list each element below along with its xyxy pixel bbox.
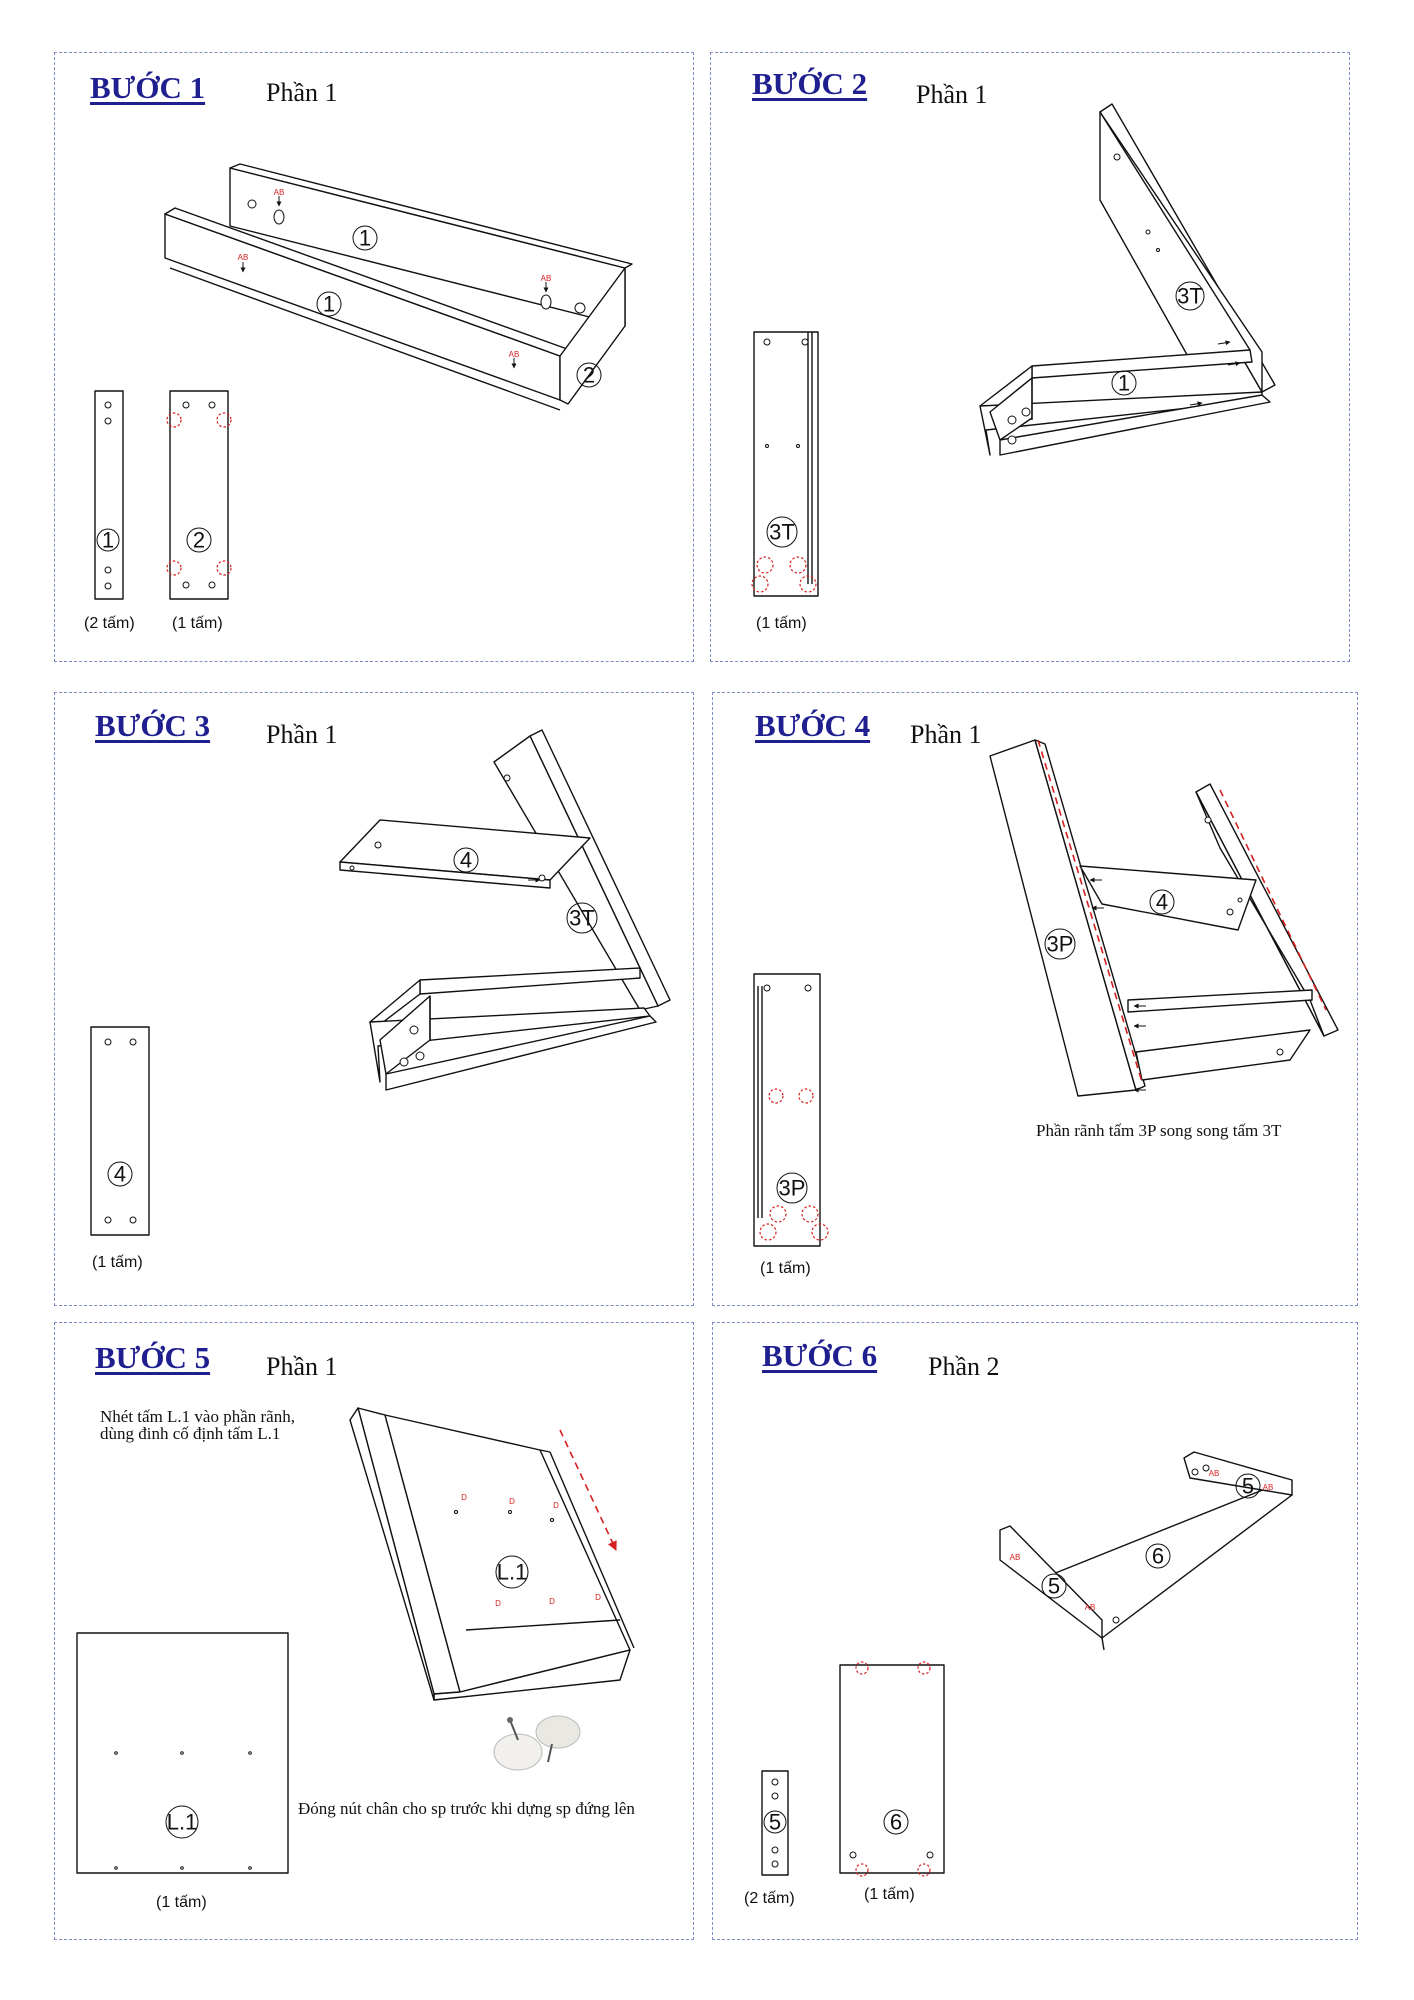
step-6-panel-6-flat: 6 xyxy=(839,1661,945,1877)
panel-1-label: 1 xyxy=(102,528,114,553)
ab-marker: AB xyxy=(509,350,520,359)
panel-3t-label: 3T xyxy=(569,906,595,931)
nail-marker: D xyxy=(549,1597,555,1606)
step-6-qty-panel-5: (2 tấm) xyxy=(744,1890,795,1907)
step-1-qty-panel-1: (2 tấm) xyxy=(84,615,135,632)
nail-marker: D xyxy=(461,1493,467,1502)
panel-4-label: 4 xyxy=(460,848,472,873)
furniture-glide-icon xyxy=(493,1715,581,1771)
panel-l1-label: L.1 xyxy=(167,1810,198,1835)
panel-3p-label: 3P xyxy=(779,1176,806,1201)
step-1-panel xyxy=(54,52,694,662)
panel-2-label: 2 xyxy=(583,363,595,388)
ab-marker: AB xyxy=(274,188,285,197)
step-3-title: BƯỚC 3 xyxy=(95,708,211,743)
step-5-panel xyxy=(54,1322,694,1940)
ab-marker: AB xyxy=(1209,1469,1220,1478)
nail-marker: D xyxy=(509,1497,515,1506)
panel-6-label: 6 xyxy=(1152,1544,1164,1569)
panel-5-label: 5 xyxy=(1048,1574,1060,1599)
step-5-title: BƯỚC 5 xyxy=(95,1340,211,1375)
panel-4-label: 4 xyxy=(1156,890,1168,915)
panel-1-label: 1 xyxy=(1118,371,1130,396)
step-3-assembly: 4 3T xyxy=(339,729,671,1091)
step-1-title: BƯỚC 1 xyxy=(90,70,206,105)
panel-3t-label: 3T xyxy=(1177,284,1203,309)
ab-marker: AB xyxy=(238,253,249,262)
nail-marker: D xyxy=(553,1501,559,1510)
step-6-panel xyxy=(712,1322,1358,1940)
step-6-title: BƯỚC 6 xyxy=(762,1338,878,1373)
step-1-qty-panel-2: (1 tấm) xyxy=(172,615,223,632)
step-5-note: Đóng nút chân cho sp trước khi dựng sp đ… xyxy=(298,1799,635,1818)
step-5-instruction: Nhét tấm L.1 vào phần rãnh, dùng đinh cố… xyxy=(100,1407,295,1443)
ab-marker: AB xyxy=(1263,1483,1274,1492)
step-2-assembly: 3T 1 xyxy=(979,103,1276,456)
panel-2-label: 2 xyxy=(193,528,205,553)
panel-3p-attached xyxy=(989,739,1137,1097)
ab-marker: AB xyxy=(1085,1603,1096,1612)
panel-l1-label: L.1 xyxy=(497,1560,528,1585)
step-2-panel-3t-flat: 3T xyxy=(751,331,819,597)
step-6-panel-5-flat: 5 xyxy=(761,1770,789,1876)
step-4-panel-3p-flat: 3P xyxy=(753,973,829,1247)
ab-marker: AB xyxy=(541,274,552,283)
step-2-qty: (1 tấm) xyxy=(756,615,807,632)
nail-marker: D xyxy=(595,1593,601,1602)
step-4-part: Phần 1 xyxy=(910,720,982,749)
step-2-panel xyxy=(710,52,1350,662)
step-2-part: Phần 1 xyxy=(916,80,988,109)
step-6-qty-panel-6: (1 tấm) xyxy=(864,1886,915,1903)
step-3-panel-4-flat: 4 xyxy=(90,1026,150,1236)
step-5-assembly: L.1 D D D D D D xyxy=(349,1407,635,1701)
step-1-panel-1-flat: 1 xyxy=(94,390,124,600)
step-4-note: Phần rãnh tấm 3P song song tấm 3T xyxy=(1036,1121,1282,1140)
ab-marker: AB xyxy=(1010,1553,1021,1562)
panel-6-label: 6 xyxy=(890,1810,902,1835)
step-4-title: BƯỚC 4 xyxy=(755,708,871,743)
panel-1-label: 1 xyxy=(323,292,335,317)
step-4-assembly: 3P 4 xyxy=(989,739,1339,1097)
step-6-assembly: 6 5 5 AB AB AB AB xyxy=(999,1451,1293,1651)
step-2-title: BƯỚC 2 xyxy=(752,66,868,101)
step-4-panel xyxy=(712,692,1358,1306)
step-3-part: Phần 1 xyxy=(266,720,338,749)
step-1-part: Phần 1 xyxy=(266,78,338,107)
panel-1-label: 1 xyxy=(359,226,371,251)
step-1-panel-2-flat: 2 xyxy=(166,390,232,600)
panel-5-label: 5 xyxy=(769,1810,781,1835)
step-5-qty: (1 tấm) xyxy=(156,1894,207,1911)
step-6-part: Phần 2 xyxy=(928,1352,1000,1381)
step-4-qty: (1 tấm) xyxy=(760,1260,811,1277)
panel-5-label: 5 xyxy=(1242,1474,1254,1499)
panel-3p-label: 3P xyxy=(1047,932,1074,957)
nail-marker: D xyxy=(495,1599,501,1608)
panel-3t-label: 3T xyxy=(769,520,795,545)
step-3-qty: (1 tấm) xyxy=(92,1254,143,1271)
step-3-panel xyxy=(54,692,694,1306)
panel-4-label: 4 xyxy=(114,1162,126,1187)
step-5-part: Phần 1 xyxy=(266,1352,338,1381)
step-1-assembly: AB AB AB AB 1 1 2 xyxy=(164,163,633,411)
step-5-panel-l1-flat: L.1 xyxy=(76,1632,289,1874)
